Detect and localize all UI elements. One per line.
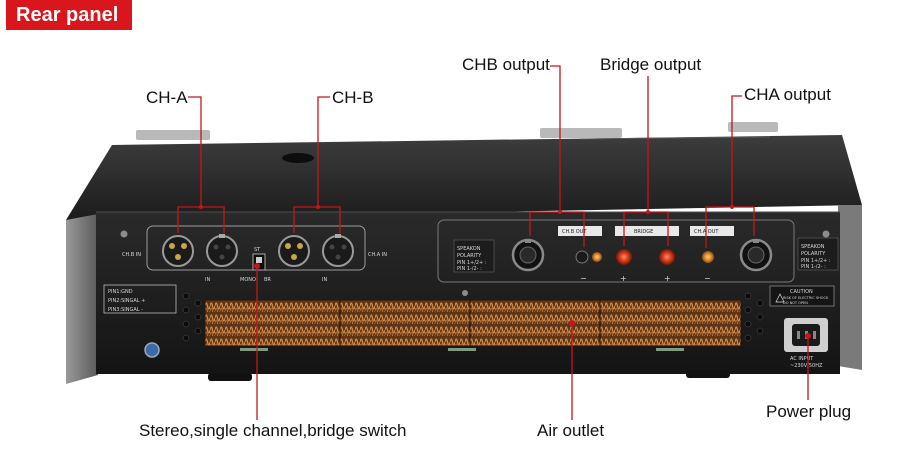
bracket-chb-output <box>529 211 585 247</box>
label-chb-in: CH.B IN <box>122 252 141 258</box>
chassis-top <box>66 135 862 220</box>
speakon-chb-output[interactable] <box>511 238 545 272</box>
label-speakon-l3: PIN 1+/2+ : <box>457 260 487 266</box>
callout-dots <box>199 205 811 339</box>
label-chb-out: CH.B OUT <box>562 229 587 235</box>
label-switch-b1: MONO <box>240 277 256 283</box>
label-caution-l1: RISK OF ELECTRIC SHOCK <box>783 296 829 300</box>
label-cha-out: CH.A OUT <box>694 229 719 235</box>
callout-leaders <box>177 65 809 420</box>
vent-holes-right <box>744 292 764 342</box>
label-bridge: BRIDGE <box>634 229 653 235</box>
chb-out-label-box <box>558 226 602 236</box>
xlr-male-ch-b[interactable] <box>162 235 194 267</box>
warning-triangle-icon <box>775 293 785 303</box>
label-switch-top: ST <box>254 247 261 253</box>
ground-screw <box>144 342 160 358</box>
label-speakon-r1: SPEAKON <box>801 244 825 250</box>
leader-ch-a <box>188 96 202 207</box>
label-ac-input-1: AC INPUT <box>790 356 814 362</box>
chassis-left-ear <box>66 214 98 384</box>
xlr-male-ch-a[interactable] <box>278 235 310 267</box>
binding-post-chb-black[interactable] <box>575 250 589 264</box>
caution-label <box>769 285 835 307</box>
vent-holes-left <box>182 292 202 342</box>
callout-ch-a: CH-A <box>146 88 188 107</box>
callout-chb-output: CHB output <box>462 55 550 74</box>
label-minus-1: − <box>580 274 587 283</box>
air-outlet-heatsink <box>204 299 742 347</box>
label-pin3: PIN3:SINGAL - <box>108 307 143 313</box>
callout-cha-output: CHA output <box>744 85 831 104</box>
pin-label-box <box>103 284 177 314</box>
label-speakon-l1: SPEAKON <box>457 246 481 252</box>
label-plus-1: + <box>620 274 627 283</box>
label-in-1: IN <box>205 277 210 283</box>
label-speakon-r3: PIN 1+/2+ : <box>801 258 831 264</box>
label-caution: CAUTION <box>790 289 813 295</box>
binding-post-cha-orange[interactable] <box>702 251 714 263</box>
label-speakon-l2: POLARITY <box>457 253 482 259</box>
xlr-female-ch-a[interactable] <box>322 234 354 267</box>
label-in-2: IN <box>322 277 327 283</box>
label-ac-input-2: ~230V/50HZ <box>790 363 823 369</box>
label-speakon-r4: PIN 1-/2- : <box>801 264 826 270</box>
callout-switch: Stereo,single channel,bridge switch <box>139 421 407 440</box>
cha-out-label-box <box>690 226 734 236</box>
leader-cha-output <box>731 95 742 207</box>
foot-right <box>686 370 730 378</box>
callout-ch-b: CH-B <box>332 88 374 107</box>
callout-bridge-output: Bridge output <box>600 55 702 74</box>
heatsink-dividers <box>339 300 601 346</box>
speakon-cha-output[interactable] <box>739 238 773 272</box>
binding-post-chb-red[interactable] <box>616 249 632 265</box>
label-speakon-l4: PIN 1-/2- : <box>457 266 482 272</box>
foot-left <box>208 373 252 381</box>
section-title-badge: Rear panel <box>6 0 132 30</box>
leader-chb-output <box>550 65 561 212</box>
output-section-frame <box>437 219 795 283</box>
callout-air-outlet: Air outlet <box>537 421 605 440</box>
label-plus-2: + <box>664 274 671 283</box>
label-minus-2: − <box>704 274 711 283</box>
speakon-label-right <box>797 237 839 271</box>
label-pin1: PIN1:GND <box>108 289 133 295</box>
label-pin2: PIN2:SINGAL + <box>108 298 145 304</box>
speakon-label-left <box>453 239 495 273</box>
label-caution-l2: DO NOT OPEN <box>783 301 808 305</box>
leader-ch-b <box>317 96 330 207</box>
binding-post-bridge-red[interactable] <box>659 249 675 265</box>
xlr-female-ch-b[interactable] <box>206 234 238 267</box>
label-switch-b2: BR <box>264 277 271 283</box>
label-cha-in: CH.A IN <box>368 252 387 258</box>
binding-post-chb-orange[interactable] <box>592 252 602 262</box>
chassis-top-hole <box>282 153 314 163</box>
callout-power-plug: Power plug <box>766 402 852 421</box>
heatsink-tabs <box>240 348 684 351</box>
label-speakon-r2: POLARITY <box>801 251 826 257</box>
chassis-right-ear <box>838 205 862 370</box>
bridge-label-box <box>615 226 679 236</box>
